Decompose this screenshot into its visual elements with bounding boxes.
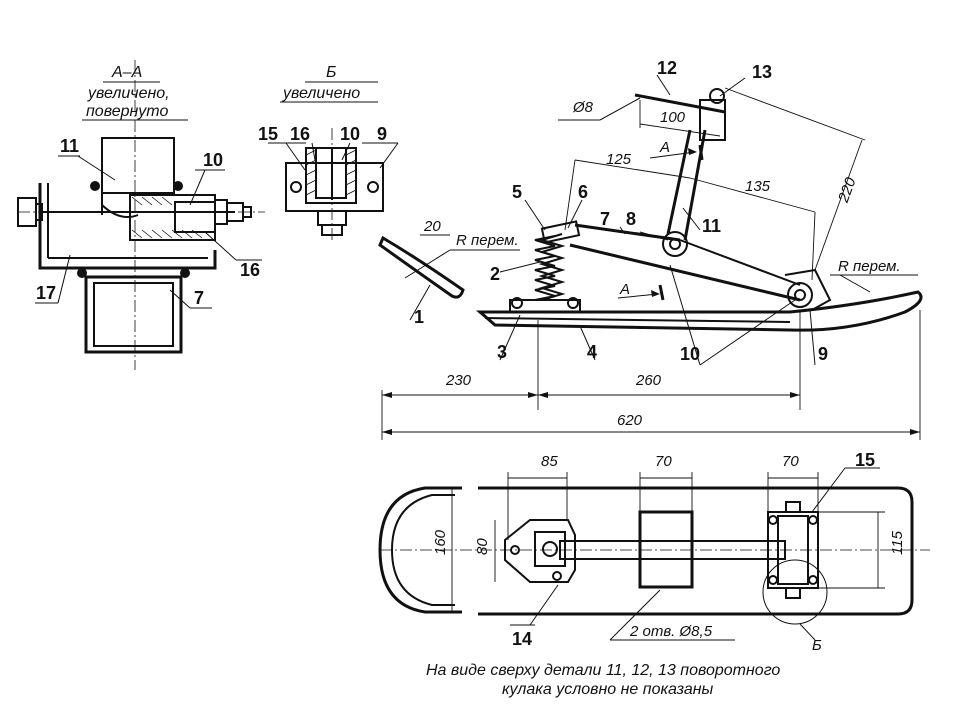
side-label-13: 13 [752, 62, 772, 82]
side-label-9: 9 [818, 344, 828, 364]
dim-d115: 115 [889, 530, 906, 555]
dim-d135: 135 [745, 178, 771, 195]
dim-d125: 125 [606, 151, 632, 168]
side-label-8: 8 [626, 209, 636, 229]
dim-d620: 620 [617, 412, 643, 429]
footnote-line2: кулака условно не показаны [502, 681, 714, 698]
spring [534, 233, 566, 301]
section-aa-label-11: 11 [60, 136, 79, 156]
dim-d230: 230 [445, 372, 472, 389]
dim-holes: 2 отв. Ø8,5 [629, 623, 713, 640]
side-label-1: 1 [414, 307, 424, 327]
dim-d20: 20 [423, 218, 441, 235]
dim-d80: 80 [474, 538, 491, 555]
side-label-3: 3 [497, 342, 507, 362]
dim-d220: 220 [835, 175, 860, 206]
dim-d8: Ø8 [572, 99, 594, 116]
section-aa: А–А увеличено, повернуто [17, 60, 265, 370]
section-aa-title: А–А [111, 64, 142, 81]
section-b-title: Б [326, 64, 336, 81]
dim-d100: 100 [660, 109, 686, 126]
dim-r-right: R перем. [838, 258, 901, 275]
section-aa-label-17: 17 [36, 283, 56, 303]
footnote: На виде сверху детали 11, 12, 13 поворот… [426, 662, 780, 698]
section-b-label-9: 9 [377, 124, 387, 144]
section-b-label-16: 16 [290, 124, 310, 144]
section-marker-a-bottom: А [619, 281, 630, 298]
section-aa-line2: повернуто [86, 103, 168, 120]
section-b: Б увеличено 15 16 [258, 64, 399, 240]
top-label-14: 14 [512, 629, 532, 649]
section-b-line1: увеличено [282, 85, 360, 102]
dim-d85: 85 [541, 453, 558, 470]
side-label-12: 12 [657, 58, 677, 78]
section-b-label-15: 15 [258, 124, 278, 144]
view-b-marker: Б [812, 637, 822, 654]
side-label-11: 11 [702, 216, 721, 236]
section-aa-label-7: 7 [194, 288, 204, 308]
section-aa-label-10: 10 [203, 150, 223, 170]
side-label-4: 4 [587, 342, 597, 362]
side-label-2: 2 [490, 264, 500, 284]
side-view: 5 6 7 8 11 12 13 2 1 3 4 10 9 Ø8 100 125… [378, 58, 923, 440]
section-aa-label-16: 16 [240, 260, 260, 280]
side-label-6: 6 [578, 182, 588, 202]
dim-d160: 160 [432, 529, 449, 555]
section-b-label-10: 10 [340, 124, 360, 144]
top-view: 85 70 70 160 80 115 2 отв. Ø8,5 Б 14 15 [378, 450, 930, 654]
section-aa-line1: увеличено, [87, 85, 170, 102]
side-label-10: 10 [680, 344, 700, 364]
dim-d70b: 70 [782, 453, 799, 470]
dim-r-left: R перем. [456, 232, 519, 249]
footnote-line1: На виде сверху детали 11, 12, 13 поворот… [426, 662, 780, 679]
dim-d70a: 70 [655, 453, 672, 470]
section-marker-a-top: А [659, 139, 670, 156]
top-label-15: 15 [855, 450, 875, 470]
dim-d260: 260 [635, 372, 662, 389]
side-label-7: 7 [600, 209, 610, 229]
side-label-5: 5 [512, 182, 522, 202]
